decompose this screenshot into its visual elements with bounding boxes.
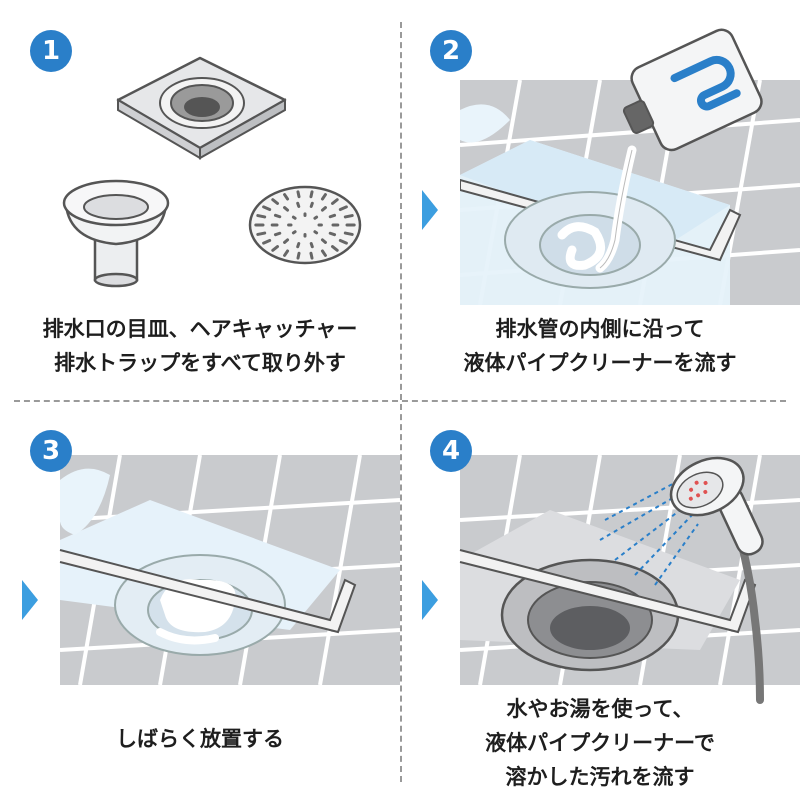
plate-hole bbox=[271, 245, 279, 252]
caption-line: しばらく放置する bbox=[116, 727, 284, 751]
plate-hole bbox=[320, 238, 327, 244]
caption-line: 液体パイプクリーナーを流す bbox=[463, 351, 737, 375]
plate-hole bbox=[338, 205, 348, 212]
plate-hole bbox=[273, 213, 282, 219]
step-2-badge: 2 bbox=[430, 30, 472, 72]
plate-hole bbox=[256, 231, 267, 236]
plate-hole bbox=[283, 206, 290, 212]
plate-hole bbox=[283, 249, 290, 257]
plate-hole bbox=[331, 198, 339, 205]
plate-hole bbox=[343, 231, 354, 236]
caption-line: 排水管の内側に沿って bbox=[495, 317, 705, 341]
plate-hole bbox=[262, 238, 272, 245]
plate-hole bbox=[296, 242, 301, 249]
plate-hole bbox=[320, 193, 327, 201]
step-3-caption: しばらく放置する bbox=[0, 722, 400, 756]
plate-hole bbox=[328, 231, 337, 237]
plate-hole bbox=[313, 230, 319, 235]
drain-pour-illustration bbox=[460, 28, 800, 305]
plate-hole bbox=[338, 238, 348, 245]
plate-hole bbox=[273, 231, 282, 237]
step-3-badge: 3 bbox=[30, 430, 72, 472]
plate-hole bbox=[296, 251, 301, 260]
plate-hole bbox=[320, 249, 327, 257]
plate-hole bbox=[309, 190, 314, 199]
plate-hole bbox=[291, 215, 297, 220]
plate-hole bbox=[256, 214, 267, 219]
step-4-panel: 4 水やお湯を使って、 液体パイプクリーナーで 溶かした汚れを流す bbox=[400, 400, 800, 800]
drain-plate-icon bbox=[248, 185, 362, 265]
caption-line: 排水トラップをすべて取り外す bbox=[54, 351, 346, 375]
caption-line: 液体パイプクリーナーで bbox=[485, 731, 715, 755]
step-3-panel: 3 しばらく放置する bbox=[0, 400, 400, 800]
plate-hole bbox=[328, 213, 337, 219]
plate-hole bbox=[296, 201, 301, 208]
plate-hole bbox=[271, 198, 279, 205]
plate-hole bbox=[283, 193, 290, 201]
arrow-icon bbox=[422, 580, 438, 620]
drain-cover-icon bbox=[116, 56, 287, 160]
plate-hole bbox=[320, 206, 327, 212]
plate-hole bbox=[262, 205, 272, 212]
step-2-caption: 排水管の内側に沿って 液体パイプクリーナーを流す bbox=[400, 312, 800, 380]
plate-hole bbox=[283, 238, 290, 244]
drain-waiting-illustration bbox=[59, 455, 400, 685]
horizontal-divider bbox=[14, 400, 786, 402]
plate-hole bbox=[291, 230, 297, 235]
step-2-panel: 2 排水管の内側に沿って 液体パイプクリーナーを流す bbox=[400, 0, 800, 400]
step-1-panel: 1 排水口の目皿、ヘアキャッチャー 排水トラップをすべて取り外す bbox=[0, 0, 400, 400]
drain-rinse-illustration bbox=[459, 455, 800, 704]
caption-line: 溶かした汚れを流す bbox=[505, 765, 695, 789]
vertical-divider bbox=[400, 22, 402, 782]
plate-hole bbox=[313, 215, 319, 220]
caption-line: 排水口の目皿、ヘアキャッチャー bbox=[42, 317, 358, 341]
step-4-badge: 4 bbox=[430, 430, 472, 472]
arrow-icon bbox=[22, 580, 38, 620]
plate-hole bbox=[343, 214, 354, 219]
caption-line: 水やお湯を使って、 bbox=[506, 697, 694, 721]
plate-hole bbox=[309, 242, 314, 249]
plate-hole bbox=[309, 201, 314, 208]
arrow-icon bbox=[422, 190, 438, 230]
step-4-caption: 水やお湯を使って、 液体パイプクリーナーで 溶かした汚れを流す bbox=[400, 692, 800, 794]
plate-hole bbox=[331, 245, 339, 252]
step-1-caption: 排水口の目皿、ヘアキャッチャー 排水トラップをすべて取り外す bbox=[0, 312, 400, 380]
step-1-badge: 1 bbox=[30, 30, 72, 72]
hair-catcher-icon bbox=[62, 179, 170, 288]
plate-hole bbox=[296, 190, 301, 199]
plate-hole bbox=[309, 251, 314, 260]
